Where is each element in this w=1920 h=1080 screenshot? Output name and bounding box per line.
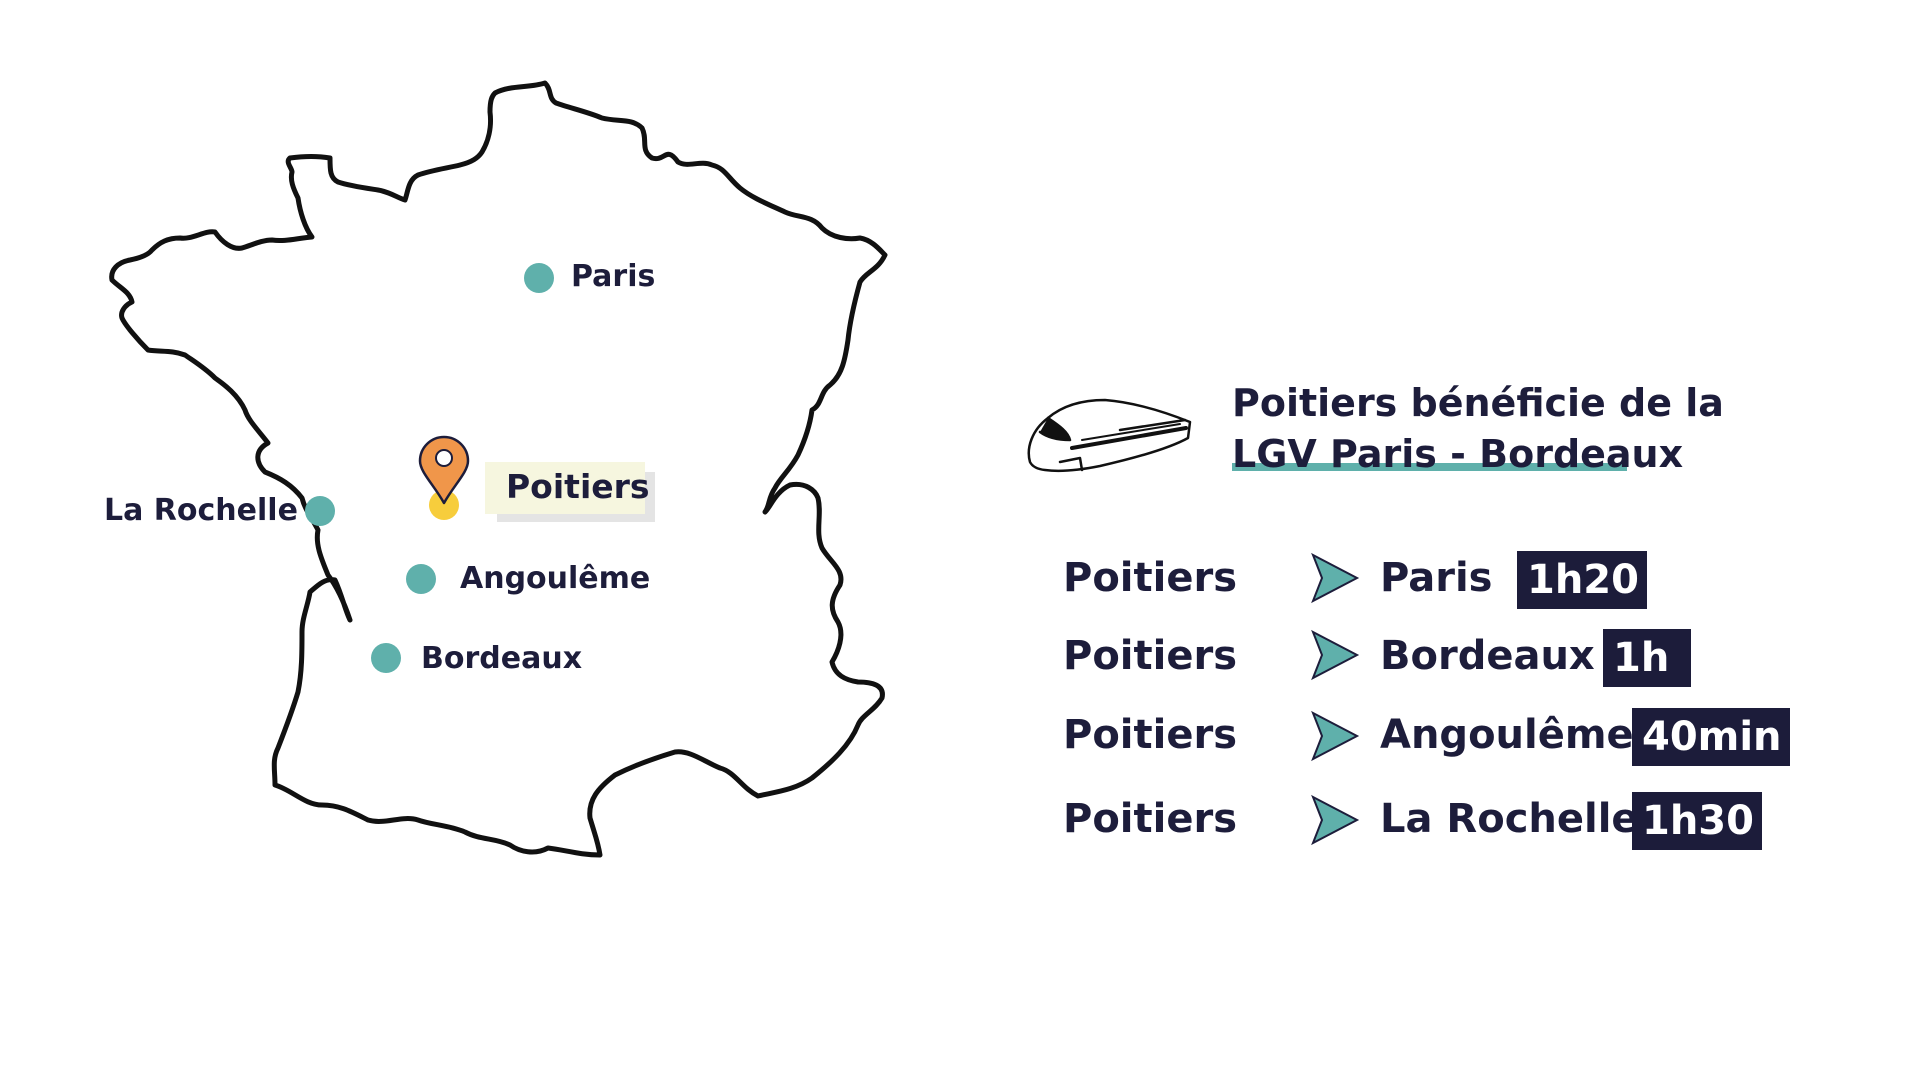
- route-arrow-icon-1: [1311, 552, 1360, 604]
- poitiers-marker-icon: [418, 435, 470, 520]
- route-origin: Poitiers: [1063, 712, 1238, 758]
- route-arrow-icon-2: [1311, 629, 1360, 681]
- route-origin: Poitiers: [1063, 796, 1238, 842]
- poitiers-label-box: [485, 462, 645, 514]
- france-outline: [109, 80, 888, 858]
- bordeaux-dot: [371, 643, 401, 673]
- route-time-badge: 1h: [1603, 629, 1692, 687]
- headline-underline: [1232, 463, 1627, 471]
- la-rochelle-dot: [305, 496, 335, 526]
- city-label-paris: Paris: [571, 259, 656, 294]
- train-icon: [1027, 398, 1192, 473]
- route-destination: Bordeaux: [1380, 633, 1595, 679]
- route-arrow-icon-4: [1311, 794, 1360, 846]
- route-destination: Angoulême: [1380, 712, 1634, 758]
- route-origin: Poitiers: [1063, 633, 1238, 679]
- route-time-badge: 40min: [1632, 708, 1790, 766]
- headline-line-1: Poitiers bénéficie de la: [1232, 381, 1724, 425]
- city-label-poitiers: Poitiers: [506, 467, 650, 506]
- headline-line-2: LGV Paris - Bordeaux: [1232, 432, 1684, 476]
- angouleme-dot: [406, 564, 436, 594]
- route-time-badge: 1h30: [1632, 792, 1762, 850]
- route-origin: Poitiers: [1063, 555, 1238, 601]
- route-destination: Paris: [1380, 555, 1493, 601]
- city-label-la-rochelle: La Rochelle: [104, 493, 298, 528]
- city-label-angouleme: Angoulême: [460, 561, 651, 596]
- route-arrow-icon-3: [1311, 710, 1360, 762]
- route-time-badge: 1h20: [1517, 551, 1647, 609]
- city-label-bordeaux: Bordeaux: [421, 641, 583, 676]
- paris-dot: [524, 263, 554, 293]
- route-destination: La Rochelle: [1380, 796, 1639, 842]
